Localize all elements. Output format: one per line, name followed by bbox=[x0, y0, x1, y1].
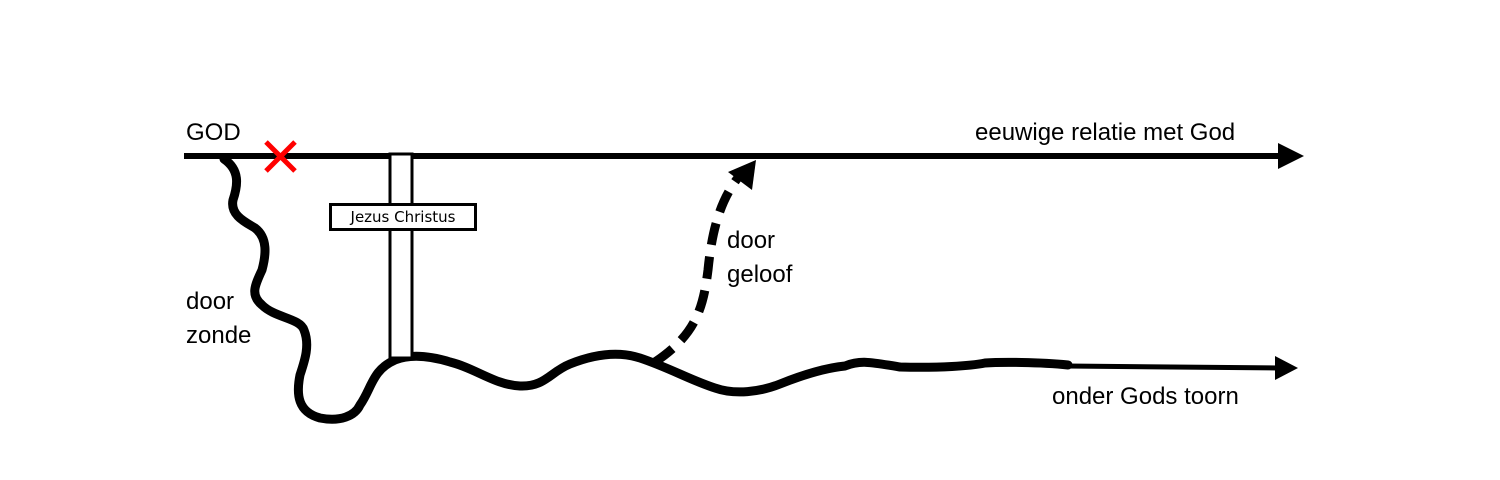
by-sin-label-line1: door bbox=[186, 288, 235, 315]
god-label: GOD bbox=[186, 119, 241, 146]
fall-by-sin-path bbox=[219, 154, 1073, 424]
eternal-relation-label: eeuwige relatie met God bbox=[975, 119, 1236, 146]
by-faith-label-line2: geloof bbox=[727, 261, 793, 288]
under-wrath-label: onder Gods toorn bbox=[1052, 383, 1239, 410]
jesus-christ-label: Jezus Christus bbox=[329, 203, 477, 231]
separation-x-icon bbox=[264, 140, 297, 173]
by-faith-label-line1: door bbox=[727, 227, 776, 254]
by-sin-label-line2: zonde bbox=[186, 322, 252, 349]
by-faith-dashed-arrow bbox=[652, 160, 756, 366]
under-wrath-arrow bbox=[1065, 356, 1298, 380]
god-relation-arrow bbox=[184, 143, 1304, 169]
cross-bridge bbox=[388, 152, 414, 360]
